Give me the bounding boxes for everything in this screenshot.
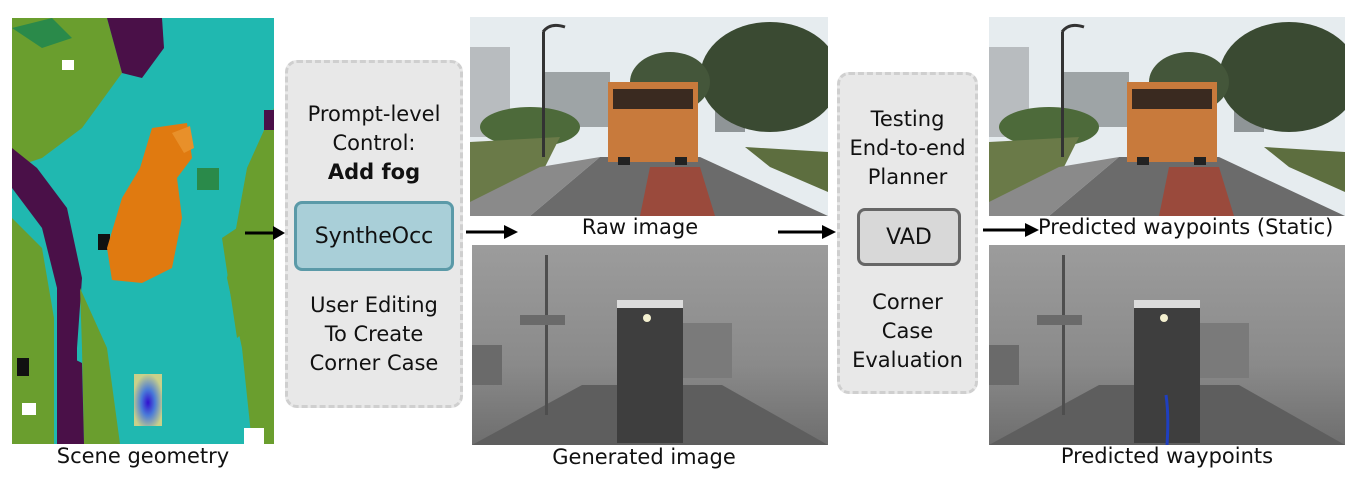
predicted-static-image bbox=[989, 17, 1345, 216]
control-bottom-2: To Create bbox=[324, 322, 424, 346]
waypoint-trajectory bbox=[1164, 394, 1170, 445]
eval-line-2: End-to-end bbox=[849, 136, 966, 160]
control-line-1: Prompt-level bbox=[307, 102, 441, 126]
predicted-image bbox=[989, 245, 1345, 445]
arrow-right-icon bbox=[778, 222, 836, 242]
caption-predicted: Predicted waypoints bbox=[1060, 444, 1274, 468]
eval-bottom-2: Case bbox=[881, 319, 934, 343]
arrow-right-icon bbox=[466, 222, 518, 242]
eval-line-1: Testing bbox=[870, 107, 945, 131]
caption-scene-geometry: Scene geometry bbox=[56, 444, 230, 468]
eval-line-3: Planner bbox=[867, 165, 948, 189]
syntheocc-model-box: SyntheOcc bbox=[294, 201, 454, 271]
control-bottom-1: User Editing bbox=[310, 293, 438, 317]
control-line-2: Control: bbox=[332, 131, 416, 155]
control-panel: Prompt-level Control: Add fog SyntheOcc … bbox=[285, 60, 463, 408]
raw-image bbox=[470, 17, 828, 216]
arrow-right-icon bbox=[983, 220, 1039, 240]
evaluation-panel: Testing End-to-end Planner VAD Corner Ca… bbox=[837, 72, 978, 394]
generated-image bbox=[472, 245, 828, 445]
control-bottom-3: Corner Case bbox=[309, 351, 439, 375]
eval-bottom-3: Evaluation bbox=[852, 348, 963, 372]
vad-model-box: VAD bbox=[857, 208, 961, 266]
caption-generated-image: Generated image bbox=[552, 445, 736, 469]
control-line-3: Add fog bbox=[327, 160, 421, 184]
caption-raw-image: Raw image bbox=[581, 215, 699, 239]
arrow-right-icon bbox=[245, 223, 285, 243]
scene-geometry-image bbox=[12, 18, 274, 444]
eval-bottom-1: Corner bbox=[872, 290, 943, 314]
caption-predicted-static: Predicted waypoints (Static) bbox=[1038, 215, 1334, 239]
